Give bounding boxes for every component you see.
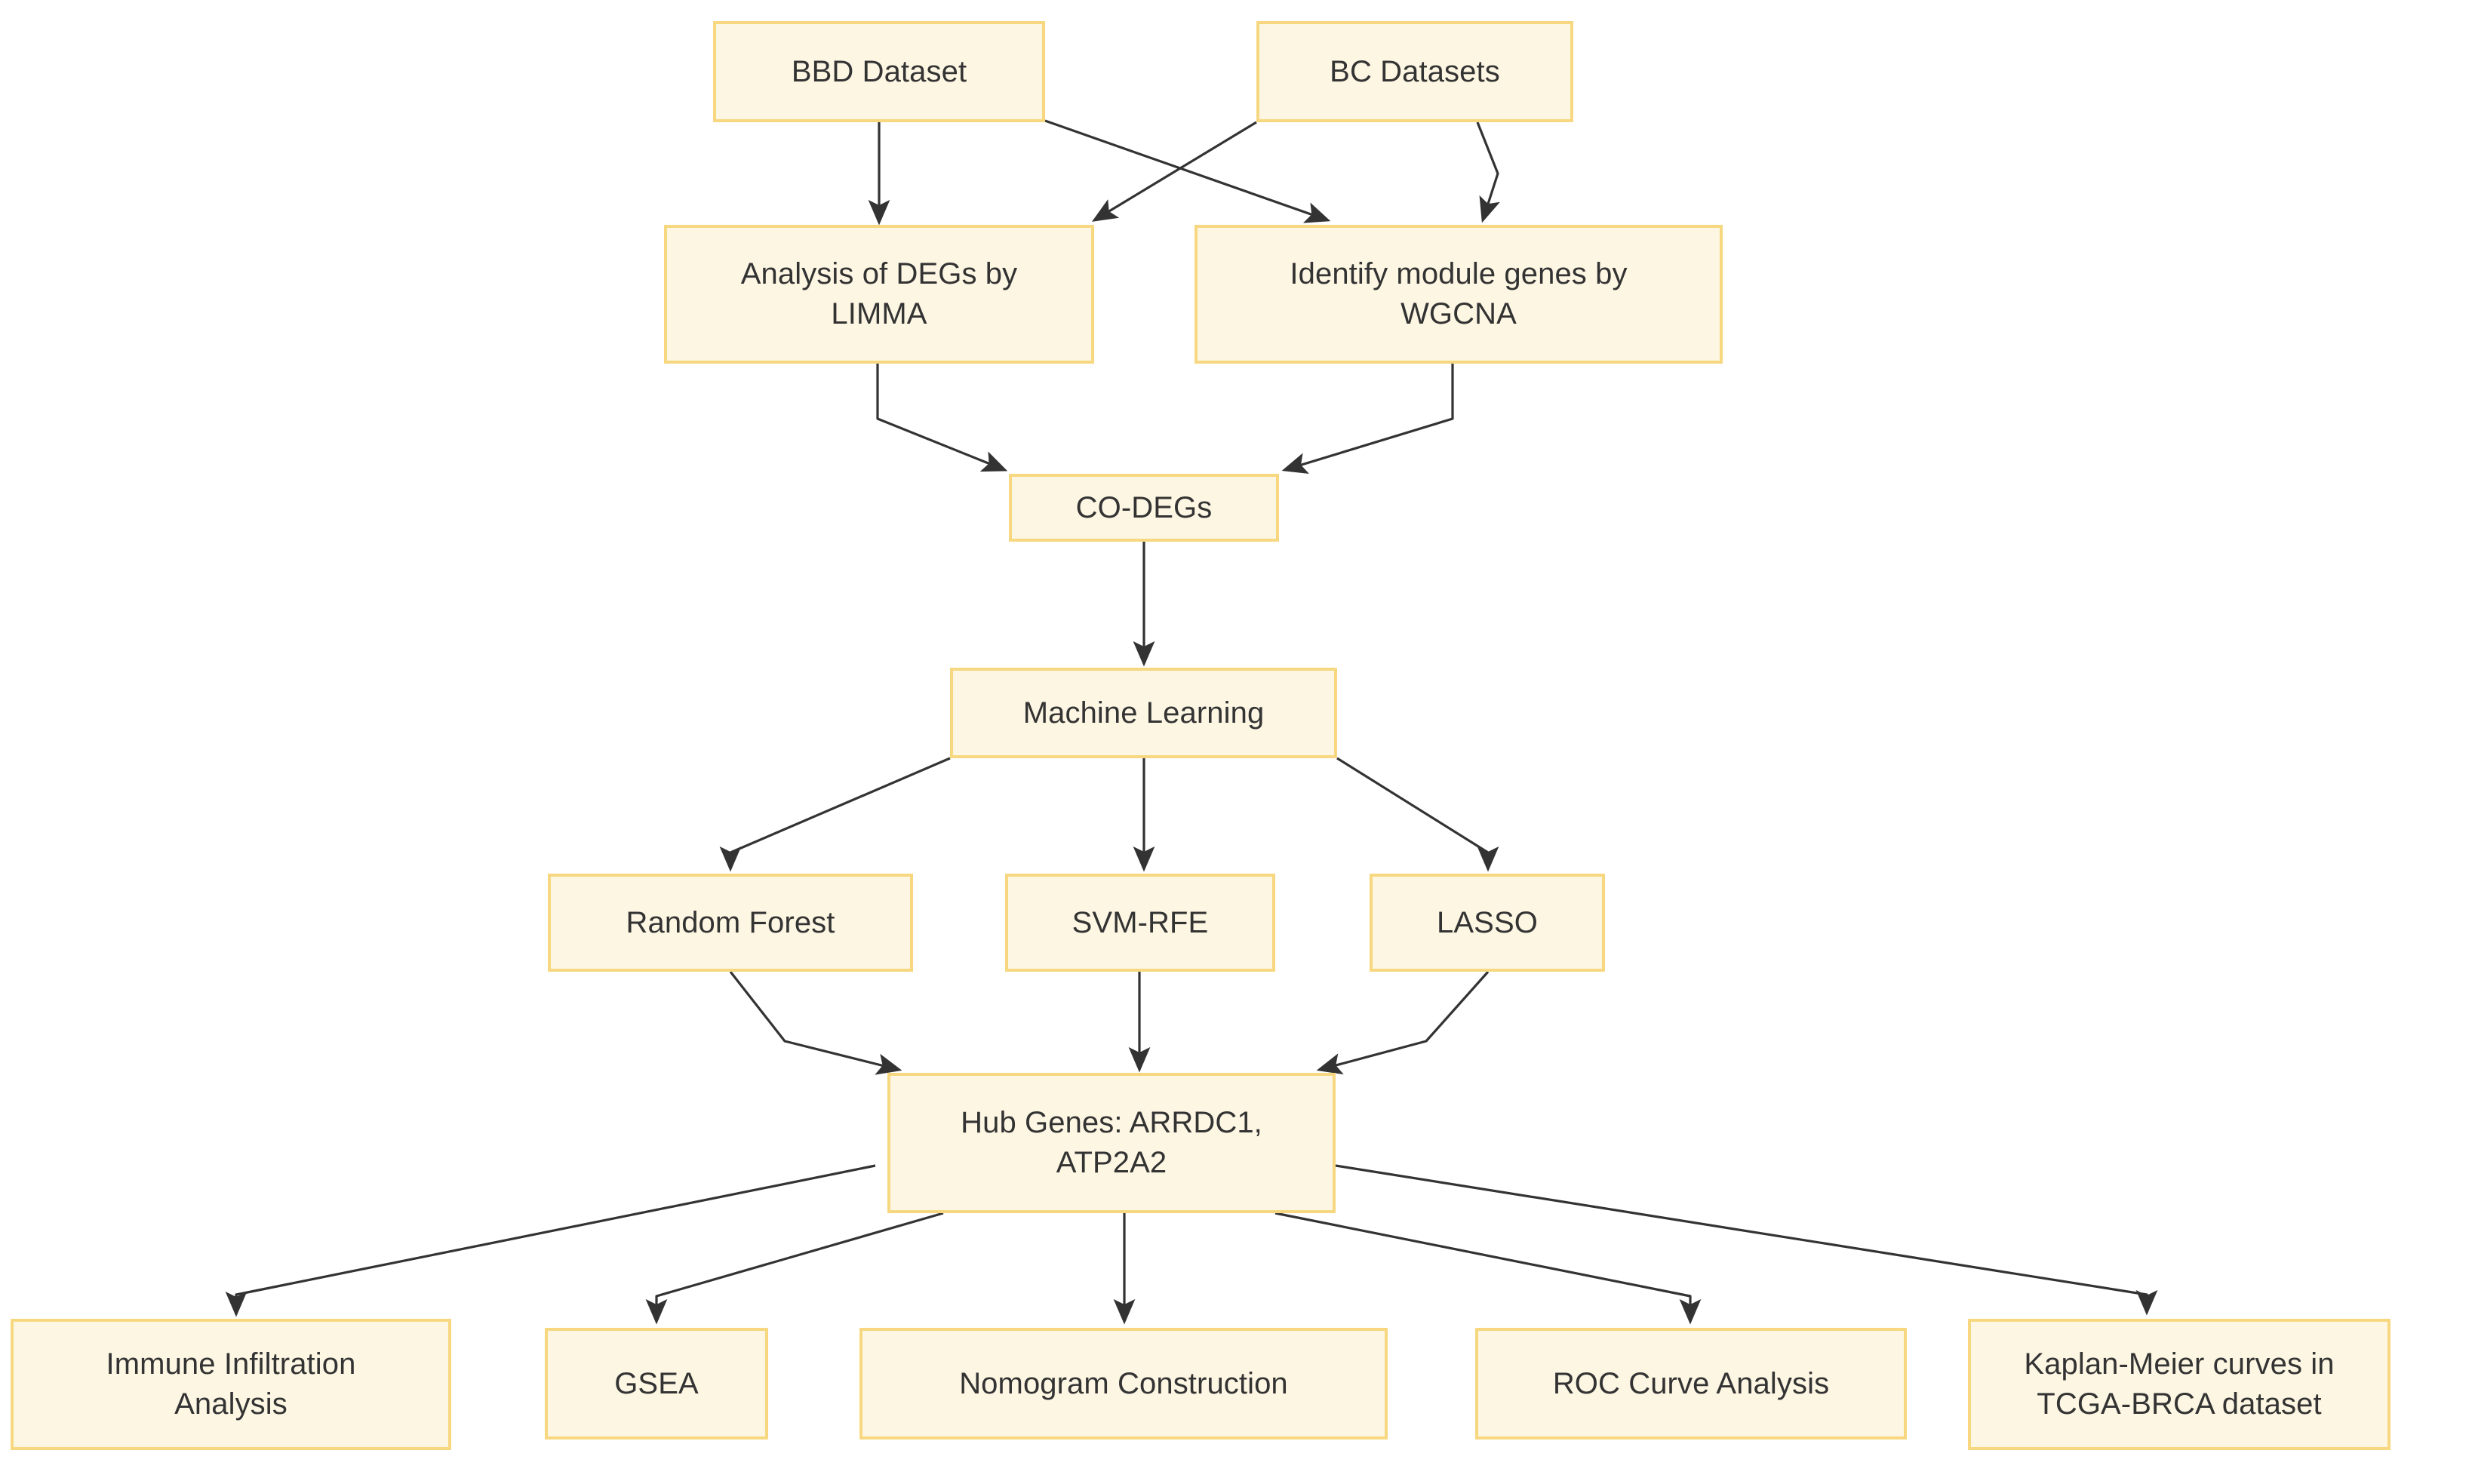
node-hub-genes-label: Hub Genes: ARRDC1, ATP2A2 xyxy=(961,1106,1262,1179)
node-wgcna[interactable]: Identify module genes by WGCNA xyxy=(1194,225,1723,364)
node-immune-infiltration-label: Immune Infiltration Analysis xyxy=(106,1347,356,1421)
node-kaplan-meier[interactable]: Kaplan-Meier curves in TCGA-BRCA dataset xyxy=(1968,1319,2391,1450)
node-bbd-dataset[interactable]: BBD Dataset xyxy=(713,21,1045,122)
node-lasso-label: LASSO xyxy=(1437,905,1538,939)
edge-hub-to-kaplan-meier xyxy=(1335,1164,2158,1316)
edge-random-forest-to-hub xyxy=(729,971,902,1075)
edge-bc-to-wgcna xyxy=(1476,121,1500,223)
node-gsea[interactable]: GSEA xyxy=(545,1328,768,1439)
edge-ml-to-lasso xyxy=(1336,757,1499,872)
edge-limma-to-codegs xyxy=(876,364,1008,472)
edge-bbd-to-wgcna xyxy=(1044,119,1331,223)
node-nomogram-label: Nomogram Construction xyxy=(959,1366,1288,1400)
node-co-degs-label: CO-DEGs xyxy=(1075,490,1213,524)
node-svm-rfe-label: SVM-RFE xyxy=(1072,905,1209,939)
node-random-forest-label: Random Forest xyxy=(626,905,835,939)
node-svm-rfe[interactable]: SVM-RFE xyxy=(1005,874,1275,972)
edge-bc-to-limma xyxy=(1091,121,1257,222)
node-roc-curve-label: ROC Curve Analysis xyxy=(1552,1366,1830,1400)
node-kaplan-meier-label: Kaplan-Meier curves in TCGA-BRCA dataset xyxy=(2024,1347,2335,1421)
edge-ml-to-random-forest xyxy=(719,757,951,872)
node-wgcna-label: Identify module genes by WGCNA xyxy=(1290,257,1628,330)
node-bbd-dataset-label: BBD Dataset xyxy=(791,54,967,88)
edge-hub-to-roc xyxy=(1274,1212,1702,1325)
node-nomogram[interactable]: Nomogram Construction xyxy=(859,1328,1388,1439)
edge-hub-to-immune xyxy=(225,1164,876,1317)
node-machine-learning[interactable]: Machine Learning xyxy=(950,668,1337,758)
node-lasso[interactable]: LASSO xyxy=(1370,874,1605,972)
node-bc-datasets-label: BC Datasets xyxy=(1330,54,1500,88)
node-machine-learning-label: Machine Learning xyxy=(1022,696,1265,730)
node-immune-infiltration[interactable]: Immune Infiltration Analysis xyxy=(11,1319,451,1450)
node-bc-datasets[interactable]: BC Datasets xyxy=(1256,21,1573,122)
node-limma[interactable]: Analysis of DEGs by LIMMA xyxy=(664,225,1094,364)
node-limma-label: Analysis of DEGs by LIMMA xyxy=(740,257,1018,330)
node-co-degs[interactable]: CO-DEGs xyxy=(1009,474,1279,542)
node-random-forest[interactable]: Random Forest xyxy=(548,874,913,972)
edge-hub-to-gsea xyxy=(645,1212,944,1325)
node-roc-curve[interactable]: ROC Curve Analysis xyxy=(1475,1328,1907,1439)
edge-wgcna-to-codegs xyxy=(1281,364,1454,475)
node-hub-genes[interactable]: Hub Genes: ARRDC1, ATP2A2 xyxy=(887,1073,1336,1213)
node-gsea-label: GSEA xyxy=(614,1366,699,1400)
edge-lasso-to-hub xyxy=(1316,970,1490,1075)
